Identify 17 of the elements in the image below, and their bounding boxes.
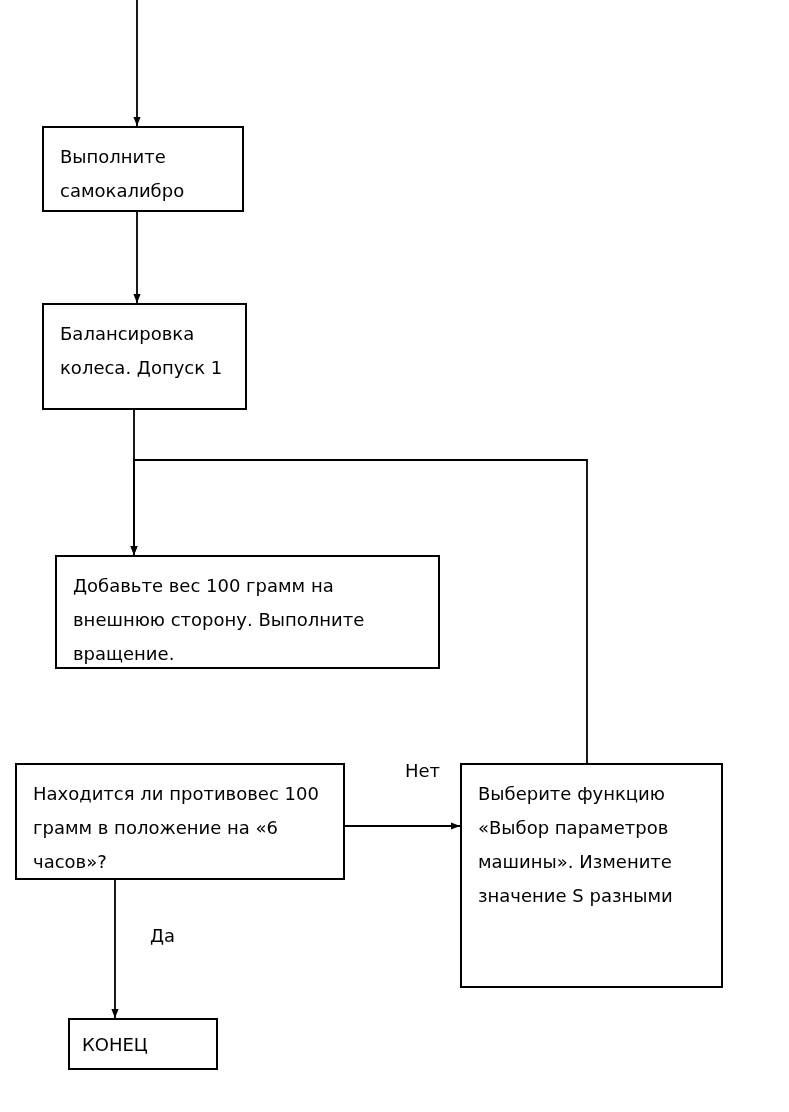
arrow (111, 879, 119, 1019)
process-box (15, 763, 345, 880)
box-text: Находится ли противовес 100 грамм в положение на «6 часов»? (33, 782, 320, 874)
box-text: Добавьте вес 100 грамм на внешнюю сторону. Выполните вращение. (73, 574, 366, 666)
box-text: Балансировка колеса. Допуск 1 (60, 322, 224, 380)
box-text: Выберите функцию «Выбор параметров машины». Измените значение S разными (478, 782, 674, 908)
process-box (42, 303, 247, 410)
box-text: КОНЕЦ (82, 1033, 149, 1057)
process-box (42, 126, 244, 212)
box-text: Выполните самокалибро (60, 145, 186, 203)
arrow (344, 822, 461, 830)
arrow (133, 0, 141, 127)
arrow (130, 459, 588, 764)
arrow (133, 211, 141, 304)
process-box (460, 763, 723, 988)
process-box (55, 555, 440, 669)
process-box (68, 1018, 218, 1070)
